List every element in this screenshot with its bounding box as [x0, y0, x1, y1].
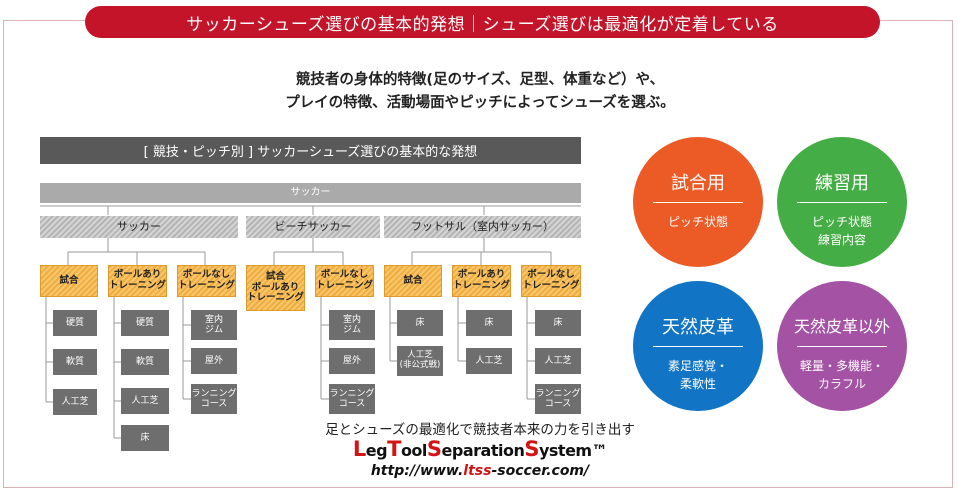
leaf-item: 室内 ジム	[329, 310, 375, 340]
circle-title: 試合用	[671, 173, 725, 194]
brand-part: eg	[365, 441, 388, 460]
leaf-item: 床	[121, 425, 169, 451]
circle-divider	[797, 346, 887, 347]
circle-subtitle: 軽量・多機能・ カラフル	[799, 359, 884, 391]
footer-tagline: 足とシューズの最適化で競技者本来の力を引き出す	[295, 418, 665, 438]
brand-part: L	[352, 437, 366, 461]
group-futsal-match: 試合	[384, 265, 442, 297]
group-futsal-ball-training: ボールあり トレーニング	[452, 265, 511, 297]
category-beach-soccer: ビーチサッカー	[246, 216, 380, 238]
leaf-item: 人工芝 (非公式戦)	[397, 346, 443, 376]
group-beach-match-ball-training: 試合 ボールあり トレーニング	[246, 265, 305, 311]
leaf-item: 床	[466, 310, 512, 336]
leaf-item: 床	[535, 310, 581, 336]
group-futsal-noball-training: ボールなし トレーニング	[521, 265, 581, 297]
circle-subtitle: ピッチ状態	[667, 215, 728, 229]
leaf-item: 軟質	[53, 349, 97, 375]
circle-divider	[653, 346, 743, 347]
brand-part: S	[524, 437, 539, 461]
trademark-symbol: ™	[591, 441, 608, 460]
circle-non-natural-leather: 天然皮革以外 軽量・多機能・ カラフル	[777, 281, 907, 411]
group-soccer-match: 試合	[40, 265, 98, 297]
circle-subtitle: ピッチ状態 練習内容	[811, 215, 872, 247]
circle-title: 練習用	[815, 173, 869, 194]
circle-natural-leather: 天然皮革 素足感覚・ 柔軟性	[633, 281, 763, 411]
leaf-item: 屋外	[191, 348, 237, 374]
website-link[interactable]: http://www.ltss-soccer.com/	[300, 463, 660, 479]
group-soccer-ball-training: ボールあり トレーニング	[108, 265, 167, 297]
circle-divider	[653, 202, 743, 203]
page-banner: サッカーシューズ選びの基本的発想｜シューズ選びは最適化が定着している	[85, 6, 880, 38]
group-beach-noball-training: ボールなし トレーニング	[315, 265, 374, 297]
circle-divider	[797, 202, 887, 203]
leaf-item: 人工芝	[121, 388, 169, 414]
leaf-item: 人工芝	[53, 389, 97, 415]
circle-subtitle: 素足感覚・ 柔軟性	[667, 359, 728, 391]
url-prefix: http://www.	[370, 463, 464, 479]
leaf-item: 人工芝	[466, 348, 512, 374]
leaf-item: ランニング コース	[535, 384, 581, 414]
brand-part: T	[387, 437, 401, 461]
tree-root: サッカー	[40, 183, 581, 203]
group-soccer-noball-training: ボールなし トレーニング	[177, 265, 236, 297]
leaf-item: 人工芝	[535, 348, 581, 374]
circle-match-use: 試合用 ピッチ状態	[633, 137, 763, 267]
diagram-title: [ 競技・ピッチ別 ] サッカーシューズ選びの基本的な発想	[40, 137, 581, 164]
category-futsal: フットサル（室内サッカー）	[384, 216, 581, 238]
circle-title: 天然皮革以外	[793, 317, 890, 336]
brand-part: S	[426, 437, 442, 461]
leaf-item: 室内 ジム	[191, 310, 237, 340]
leaf-item: 屋外	[329, 348, 375, 374]
leaf-item: ランニング コース	[191, 384, 237, 414]
leaf-item: 床	[397, 310, 443, 336]
leaf-item: ランニング コース	[329, 384, 375, 414]
leaf-item: 硬質	[53, 310, 97, 336]
leaf-item: 硬質	[121, 310, 169, 336]
brand-name: LegToolSeparationSystem™	[300, 437, 660, 461]
lead-line-1: 競技者の身体的特徴(足のサイズ、足型、体重など）や、	[295, 72, 665, 88]
circle-title: 天然皮革	[662, 317, 734, 338]
leaf-item: 軟質	[121, 349, 169, 375]
brand-part: ystem	[538, 441, 592, 460]
url-suffix: -soccer.com/	[491, 463, 590, 479]
lead-line-2: プレイの特徴、活動場面やピッチによってシューズを選ぶ。	[285, 95, 675, 111]
circle-practice-use: 練習用 ピッチ状態 練習内容	[777, 137, 907, 267]
brand-part: eparation	[441, 441, 525, 460]
brand-part: ool	[400, 441, 427, 460]
category-soccer: サッカー	[40, 216, 238, 238]
url-highlight: ltss	[463, 463, 492, 479]
